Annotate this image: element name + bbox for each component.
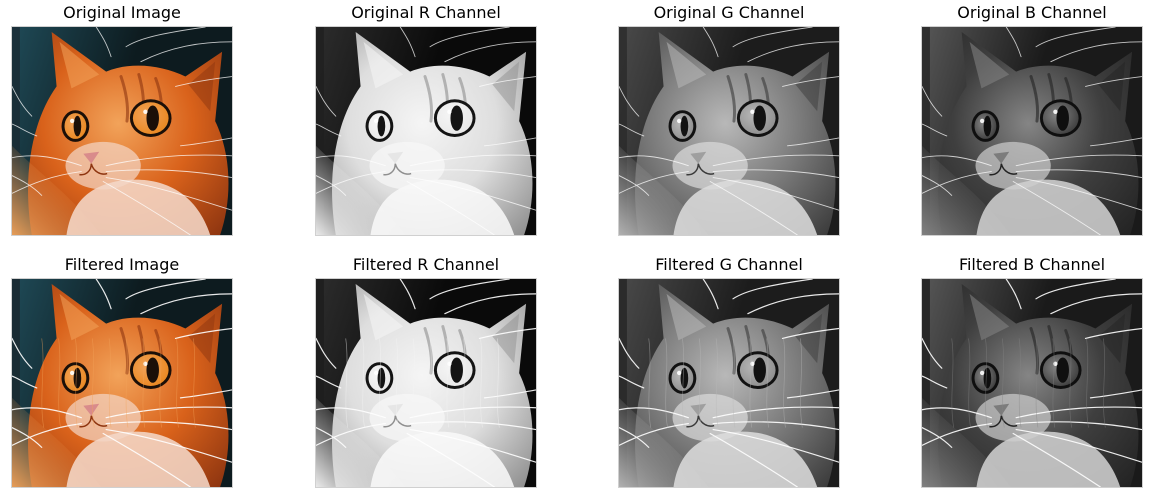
panel-title: Filtered R Channel: [352, 255, 500, 274]
image-frame: [315, 26, 537, 236]
whiskers: [316, 279, 536, 487]
cat-nose: [387, 151, 404, 164]
whiskers: [619, 279, 839, 487]
panel-title: Original G Channel: [653, 3, 805, 22]
edge-band: [619, 279, 627, 487]
panel-title: Filtered B Channel: [958, 255, 1106, 274]
whiskers: [922, 279, 1142, 487]
whiskers: [12, 279, 232, 487]
image-frame: [11, 278, 233, 488]
whiskers: [316, 27, 536, 235]
edge-band: [922, 27, 930, 235]
cat-chest: [976, 431, 1121, 487]
cat-nose: [993, 151, 1010, 164]
cat-eye-right: [129, 99, 172, 137]
cat-nose: [993, 403, 1010, 416]
cat-image: [12, 279, 232, 487]
cat-illustration: [316, 27, 536, 235]
cat-chest: [673, 431, 818, 487]
panel-title: Filtered Image: [64, 255, 180, 274]
cat-eye-left: [668, 362, 697, 394]
edge-band: [12, 27, 20, 235]
cat-eye-left: [61, 362, 90, 394]
cat-nose: [387, 403, 404, 416]
whiskers: [922, 27, 1142, 235]
panel-title: Original B Channel: [957, 3, 1107, 22]
cat-eye-left: [971, 110, 1000, 142]
cat-chest: [66, 179, 211, 235]
cat-chest: [370, 431, 515, 487]
cat-eye-right: [1039, 99, 1082, 137]
panel-title: Original R Channel: [351, 3, 501, 22]
cat-chest: [370, 179, 515, 235]
edge-band: [316, 27, 324, 235]
image-frame: [618, 26, 840, 236]
cat-chest: [66, 431, 211, 487]
image-frame: [618, 278, 840, 488]
cat-illustration: [12, 279, 232, 487]
cat-image: [619, 27, 839, 235]
edge-band: [12, 279, 20, 487]
image-frame: [315, 278, 537, 488]
cat-eye-right: [433, 351, 476, 389]
cat-image: [316, 27, 536, 235]
cat-image: [316, 279, 536, 487]
cat-image: [619, 279, 839, 487]
cat-eye-left: [61, 110, 90, 142]
cat-image: [12, 27, 232, 235]
cat-image: [922, 27, 1142, 235]
edge-band: [316, 279, 324, 487]
edge-band: [922, 279, 930, 487]
cat-illustration: [12, 27, 232, 235]
cat-chest: [673, 179, 818, 235]
cat-eye-left: [971, 362, 1000, 394]
whiskers: [619, 27, 839, 235]
cat-illustration: [619, 279, 839, 487]
image-frame: [921, 26, 1143, 236]
panel-title: Filtered G Channel: [655, 255, 803, 274]
cat-illustration: [316, 279, 536, 487]
cat-nose: [83, 151, 100, 164]
cat-nose: [83, 403, 100, 416]
cat-eye-right: [736, 351, 779, 389]
cat-eye-left: [668, 110, 697, 142]
cat-eye-right: [1039, 351, 1082, 389]
cat-illustration: [922, 279, 1142, 487]
image-frame: [11, 26, 233, 236]
cat-chest: [976, 179, 1121, 235]
cat-eye-right: [433, 99, 476, 137]
cat-eye-left: [365, 110, 394, 142]
whiskers: [12, 27, 232, 235]
panel-title: Original Image: [63, 3, 181, 22]
cat-nose: [690, 403, 707, 416]
cat-image: [922, 279, 1142, 487]
image-frame: [921, 278, 1143, 488]
cat-illustration: [619, 27, 839, 235]
cat-eye-right: [129, 351, 172, 389]
cat-illustration: [922, 27, 1142, 235]
cat-eye-right: [736, 99, 779, 137]
cat-nose: [690, 151, 707, 164]
cat-eye-left: [365, 362, 394, 394]
edge-band: [619, 27, 627, 235]
